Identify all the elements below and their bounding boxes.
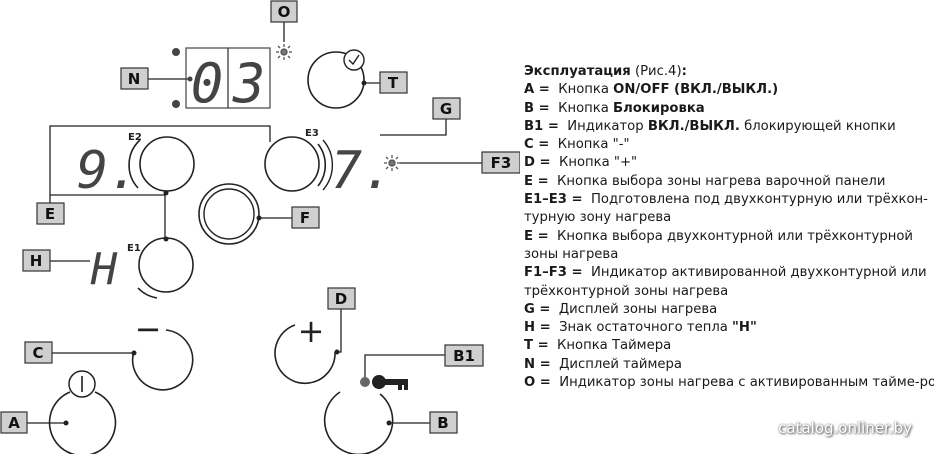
- svg-text:B: B: [437, 414, 448, 432]
- svg-text:N: N: [128, 70, 141, 88]
- legend-item: N = Дисплей таймера: [524, 356, 682, 372]
- clock-icon: [343, 49, 365, 71]
- legend-item: A = Кнопка ON/OFF (ВКЛ./ВЫКЛ.): [524, 82, 779, 98]
- zone-right-level-display: 7.: [331, 141, 394, 201]
- label-e: E: [36, 202, 65, 225]
- timer-digit-2: 3: [232, 52, 266, 115]
- zone-e3-button[interactable]: [264, 136, 334, 192]
- label-t: T: [379, 71, 408, 94]
- zone-label-e2: E2: [128, 132, 142, 143]
- legend-item: B = Кнопка Блокировка: [524, 100, 705, 116]
- lock-status-led: [360, 377, 370, 387]
- zone-label-e3: E3: [305, 128, 319, 139]
- legend-item: T = Кнопка Таймера: [524, 338, 672, 354]
- legend-item: O = Индикатор зоны нагрева с активирован…: [524, 375, 934, 391]
- timer-zone-indicator-icon: [276, 44, 292, 60]
- plus-icon: +: [298, 312, 325, 350]
- minus-icon: −: [135, 310, 162, 348]
- timer-button[interactable]: [307, 49, 367, 109]
- label-f: F: [291, 206, 320, 229]
- svg-text:T: T: [388, 74, 399, 92]
- svg-text:E: E: [45, 205, 55, 223]
- control-panel-diagram: 0 3 9. 7. H E2 E3: [0, 0, 520, 454]
- label-c: C: [24, 341, 53, 364]
- svg-text:F3: F3: [491, 154, 512, 172]
- legend-item: E = Кнопка выбора двухконтурной или трёх…: [524, 228, 913, 262]
- residual-heat-indicator: H: [90, 244, 118, 295]
- legend: Эксплуатация (Рис.4): A = Кнопка ON/OFF …: [524, 63, 934, 392]
- svg-text:H: H: [30, 252, 43, 270]
- label-f3: F3: [481, 151, 520, 174]
- svg-text:B1: B1: [453, 347, 475, 365]
- legend-title: Эксплуатация (Рис.4):: [524, 64, 687, 79]
- legend-item: E = Кнопка выбора зоны нагрева варочной …: [524, 173, 886, 189]
- legend-item: D = Кнопка "+": [524, 155, 638, 171]
- label-h: H: [22, 249, 51, 272]
- svg-text:O: O: [278, 3, 291, 21]
- zone-e1-button[interactable]: [137, 190, 194, 299]
- zone-label-e1: E1: [127, 243, 141, 254]
- label-a: A: [0, 411, 28, 434]
- watermark: catalog.onliner.by: [778, 419, 912, 437]
- legend-item: G = Дисплей зоны нагрева: [524, 301, 718, 317]
- svg-text:C: C: [32, 344, 43, 362]
- zone-f3-indicator-icon: [384, 155, 400, 171]
- label-n: N: [120, 67, 149, 90]
- label-o: O: [270, 0, 298, 23]
- legend-item: E1–E3 = Подготовлена под двухконтурную и…: [524, 192, 928, 226]
- svg-text:G: G: [440, 100, 452, 118]
- key-icon: [372, 375, 408, 390]
- label-b: B: [429, 411, 458, 434]
- legend-item: B1 = Индикатор ВКЛ./ВЫКЛ. блокирующей кн…: [524, 118, 896, 134]
- svg-text:D: D: [335, 290, 347, 308]
- zone-e2-button[interactable]: [128, 136, 195, 192]
- label-b1: B1: [444, 344, 484, 367]
- legend-item: C = Кнопка "-": [524, 137, 630, 153]
- legend-item: H = Знак остаточного тепла "H": [524, 320, 757, 336]
- timer-dot-bottom: [172, 100, 180, 108]
- label-d: D: [327, 287, 356, 310]
- timer-digit-1: 0: [191, 52, 224, 115]
- lock-button[interactable]: [323, 375, 408, 454]
- power-button[interactable]: [48, 370, 117, 454]
- legend-item: F1–F3 = Индикатор активированной двухкон…: [524, 265, 927, 299]
- dual-zone-button[interactable]: [198, 183, 262, 245]
- label-g: G: [432, 97, 461, 120]
- timer-dot-top: [172, 48, 180, 56]
- plus-button[interactable]: +: [274, 312, 340, 385]
- minus-button[interactable]: −: [131, 310, 194, 391]
- svg-text:A: A: [8, 414, 20, 432]
- svg-text:F: F: [300, 209, 310, 227]
